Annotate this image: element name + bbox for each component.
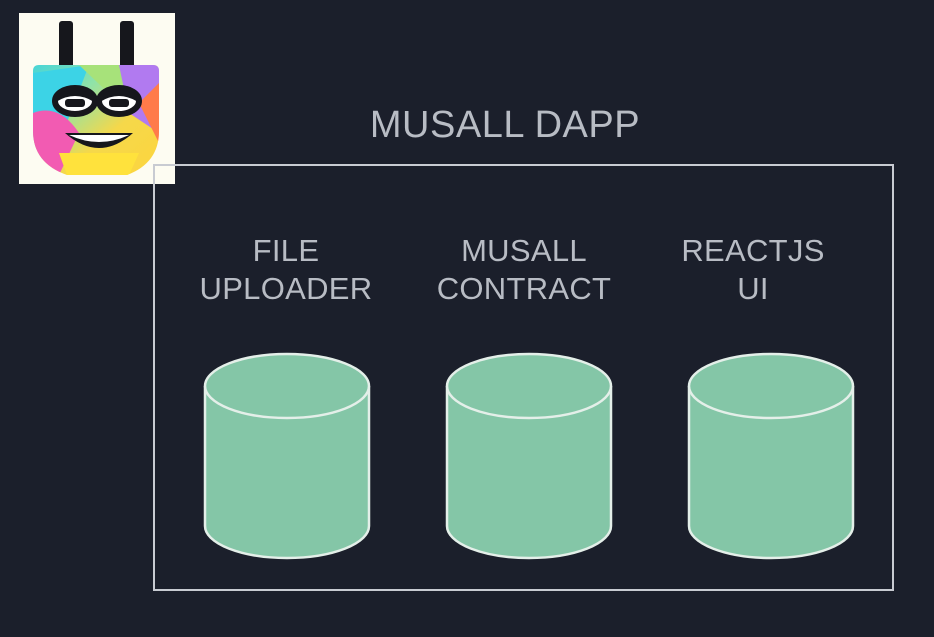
node-label-line: FILE <box>252 233 320 268</box>
node-label-line: CONTRACT <box>436 271 612 306</box>
database-cylinder-musall-contract <box>445 352 613 560</box>
node-label-file-uploader: FILE UPLOADER <box>166 232 406 308</box>
node-label-line: MUSALL <box>461 233 587 268</box>
node-label-line: UI <box>737 271 769 306</box>
dapp-container-frame <box>153 164 894 591</box>
node-label-line: UPLOADER <box>199 271 373 306</box>
node-label-reactjs-ui: REACTJS UI <box>633 232 873 308</box>
node-label-line: REACTJS <box>681 233 825 268</box>
database-cylinder-file-uploader <box>203 352 371 560</box>
plug-mascot-icon <box>19 13 175 184</box>
node-label-musall-contract: MUSALL CONTRACT <box>404 232 644 308</box>
database-cylinder-reactjs-ui <box>687 352 855 560</box>
diagram-title: MUSALL DAPP <box>369 104 641 146</box>
